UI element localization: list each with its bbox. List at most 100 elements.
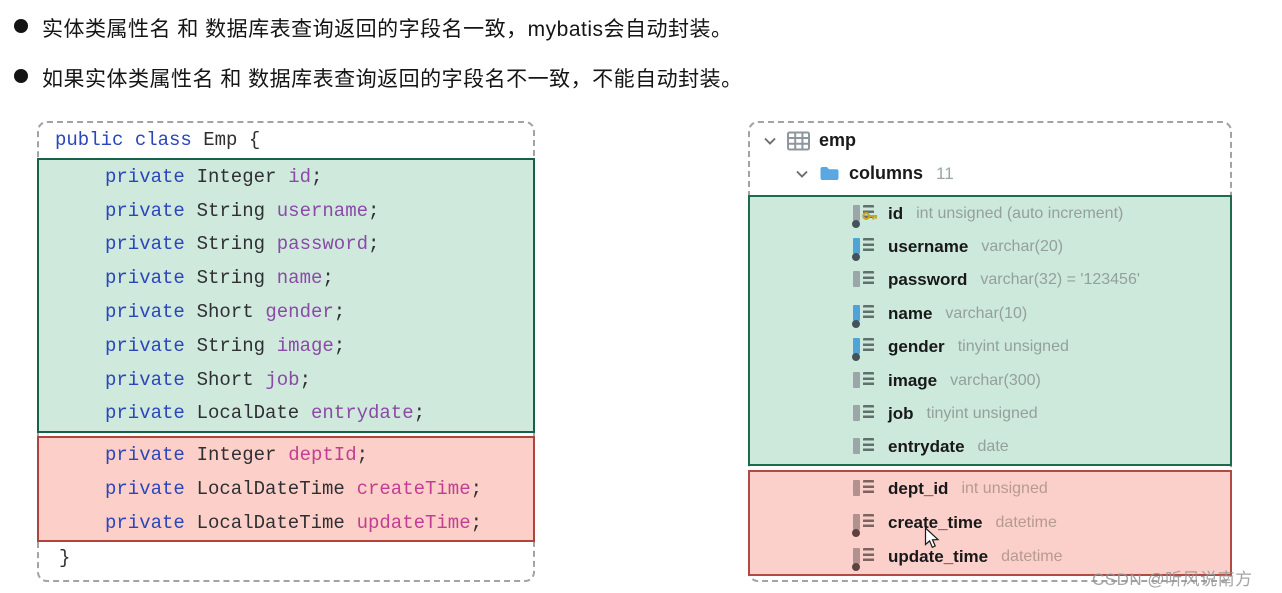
column-icon	[853, 438, 875, 456]
chevron-down-icon[interactable]	[762, 133, 778, 149]
field-name: id	[288, 165, 311, 188]
column-icon	[853, 405, 875, 423]
column-type: varchar(10)	[945, 304, 1028, 322]
column-name: password	[888, 270, 968, 290]
column-type: tinyint unsigned	[926, 405, 1038, 423]
field-type: LocalDate	[196, 402, 300, 425]
column-type: varchar(300)	[950, 371, 1041, 389]
bullet-text: 如果实体类属性名 和 数据库表查询返回的字段名不一致，不能自动封装。	[42, 68, 743, 91]
tree-node-columns[interactable]: columns 11	[794, 163, 954, 184]
field-type: Short	[196, 368, 254, 391]
semicolon: ;	[413, 402, 426, 425]
keyword: private	[105, 267, 185, 290]
matched-columns-highlight: id int unsigned (auto increment) usernam…	[748, 195, 1232, 466]
column-icon	[853, 371, 875, 390]
column-type: datetime	[1001, 548, 1063, 565]
column-row[interactable]: job tinyint unsigned	[750, 397, 1230, 430]
database-tree-panel: emp columns 11 id int unsigned (auto inc…	[748, 121, 1232, 582]
semicolon: ;	[368, 233, 380, 256]
field-type: LocalDateTime	[196, 512, 345, 534]
column-name: id	[888, 203, 904, 223]
watermark: CSDN @听风说南方	[1092, 570, 1253, 589]
column-row[interactable]: update_time datetime	[750, 540, 1230, 574]
keyword: private	[105, 444, 185, 466]
semicolon: ;	[356, 444, 369, 466]
table-icon	[787, 131, 810, 150]
keyword: private	[105, 199, 185, 222]
column-type: varchar(32) = '123456'	[980, 271, 1140, 289]
column-row[interactable]: password varchar(32) = '123456'	[750, 264, 1230, 297]
column-row[interactable]: dept_id int unsigned	[750, 472, 1230, 506]
key-icon	[862, 211, 878, 220]
column-type: tinyint unsigned	[957, 338, 1069, 356]
semicolon: ;	[299, 368, 311, 391]
columns-count: 11	[936, 163, 954, 183]
field-name: job	[265, 368, 300, 391]
field-type: Short	[196, 301, 254, 324]
field-name: entrydate	[310, 402, 414, 425]
folder-icon	[820, 167, 839, 180]
column-name: gender	[888, 337, 945, 357]
column-name: dept_id	[888, 479, 949, 498]
not-null-column-icon	[852, 548, 875, 571]
code-line: private Integer id;	[39, 160, 533, 194]
semicolon: ;	[470, 512, 483, 534]
column-name: image	[888, 370, 938, 390]
keyword: private	[105, 165, 185, 188]
tree-node-emp[interactable]: emp	[762, 130, 856, 151]
field-type: String	[196, 334, 266, 357]
semicolon: ;	[333, 334, 346, 357]
not-null-column-icon	[852, 514, 875, 537]
class-declaration: public class Emp {	[55, 129, 260, 151]
keyword: private	[105, 334, 185, 357]
indexed-not-null-column-icon	[852, 304, 875, 328]
field-type: LocalDateTime	[196, 478, 345, 500]
indexed-not-null-column-icon	[852, 338, 875, 362]
column-row[interactable]: username varchar(20)	[750, 230, 1230, 263]
column-type: int unsigned	[961, 480, 1048, 497]
column-row[interactable]: name varchar(10)	[750, 297, 1230, 330]
column-type: datetime	[995, 514, 1057, 531]
field-type: Integer	[196, 165, 277, 188]
column-row[interactable]: entrydate date	[750, 431, 1230, 464]
column-row[interactable]: id int unsigned (auto increment)	[750, 197, 1230, 230]
table-name: emp	[819, 130, 857, 150]
bullet-icon	[14, 19, 28, 33]
entity-class-panel: public class Emp { private Integer id; pri…	[37, 121, 535, 582]
field-name: deptId	[288, 444, 357, 466]
keyword: private	[105, 512, 185, 534]
semicolon: ;	[311, 165, 323, 188]
field-type: String	[196, 267, 266, 290]
chevron-down-icon[interactable]	[794, 166, 810, 182]
column-name: username	[888, 237, 969, 257]
keyword: private	[105, 402, 185, 425]
column-name: entrydate	[888, 437, 965, 457]
semicolon: ;	[368, 199, 380, 222]
column-name: create_time	[888, 513, 983, 532]
keyword: public class	[55, 129, 192, 151]
column-row[interactable]: image varchar(300)	[750, 364, 1230, 397]
field-name: password	[276, 233, 368, 256]
class-name: Emp {	[191, 129, 261, 151]
field-name: username	[276, 199, 368, 222]
code-line: private String username;	[39, 194, 533, 228]
column-icon	[853, 271, 875, 289]
bullet-item: 如果实体类属性名 和 数据库表查询返回的字段名不一致，不能自动封装。	[14, 63, 743, 93]
column-row[interactable]: create_time datetime	[750, 506, 1230, 540]
field-type: String	[196, 199, 266, 222]
indexed-not-null-column-icon	[852, 238, 875, 262]
keyword: private	[105, 368, 185, 391]
field-name: image	[276, 334, 334, 357]
column-row[interactable]: gender tinyint unsigned	[750, 331, 1230, 364]
field-type: String	[196, 233, 266, 256]
column-name: job	[888, 404, 914, 424]
field-name: gender	[265, 301, 334, 324]
